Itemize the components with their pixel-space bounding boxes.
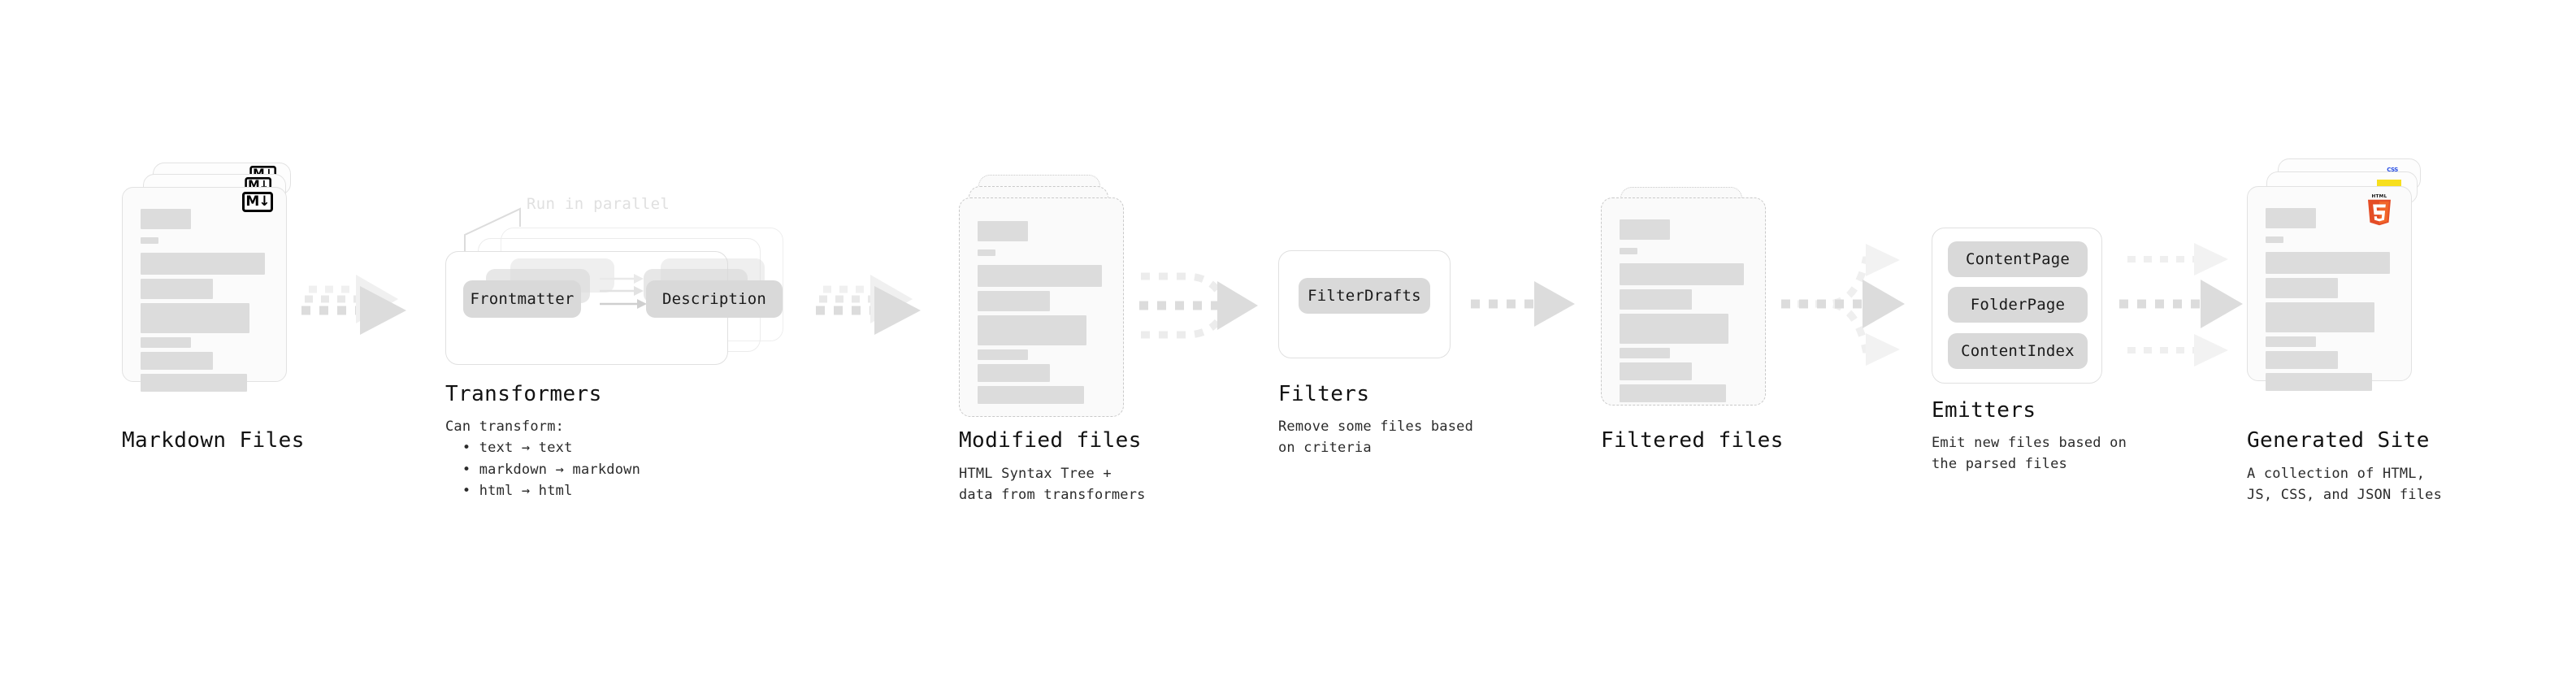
stage-title-emitters: Emitters — [1932, 398, 2036, 423]
connector-filters-to-filtered — [1471, 281, 1575, 327]
stage-title-transformers: Transformers — [445, 382, 602, 406]
run-in-parallel-label: Run in parallel — [527, 195, 670, 213]
stage-title-modified-files: Modified files — [959, 428, 1142, 453]
css-badge-label: CSS — [2387, 167, 2398, 173]
skeleton-bar — [2266, 208, 2316, 228]
markdown-files-stack: M↓ M↓ M↓ — [122, 163, 309, 423]
transformer-inner-arrows — [600, 274, 647, 309]
skeleton-bar — [1620, 362, 1692, 380]
connector-markdown-to-transformers — [301, 275, 406, 335]
filtered-files-stack — [1601, 187, 1788, 455]
skeleton-bar — [2266, 373, 2372, 391]
skeleton-bar — [1620, 248, 1637, 254]
stage-subtitle-generated-site: A collection of HTML, JS, CSS, and JSON … — [2247, 466, 2443, 504]
stage-subtitle-modified-files: HTML Syntax Tree + data from transformer… — [959, 466, 1146, 504]
skeleton-bar — [1620, 289, 1692, 310]
skeleton-bar — [1620, 263, 1744, 285]
skeleton-bar — [2266, 236, 2283, 243]
skeleton-bar — [978, 291, 1050, 311]
skeleton-bar — [141, 374, 247, 392]
skeleton-bar — [2266, 336, 2316, 347]
markdown-badge-front: M↓ — [242, 192, 273, 212]
skeleton-bar — [141, 209, 191, 229]
skeleton-bar — [978, 249, 995, 256]
skeleton-bar — [141, 303, 249, 333]
stage-title-filtered-files: Filtered files — [1601, 428, 1784, 453]
skeleton-bar — [1620, 314, 1728, 344]
skeleton-bar — [1620, 384, 1726, 402]
connector-emitters-to-site — [2119, 243, 2243, 367]
transformers-group: Run in parallel Frontmatter Description — [439, 191, 845, 370]
stage-subtitle-transformers: Can transform: • text → text • markdown … — [445, 419, 641, 500]
skeleton-bar — [141, 337, 191, 348]
skeleton-bar — [1620, 219, 1670, 240]
connector-transformers-to-modified — [816, 275, 921, 335]
skeleton-bar — [978, 265, 1102, 287]
modified-file-card-front — [959, 197, 1124, 417]
skeleton-bar — [978, 221, 1028, 241]
skeleton-bar — [141, 253, 265, 275]
chip-folderpage[interactable]: FolderPage — [1948, 287, 2088, 323]
skeleton-bar — [141, 279, 213, 299]
stage-title-markdown-files: Markdown Files — [122, 428, 305, 453]
stage-subtitle-filters: Remove some files based on criteria — [1278, 419, 1474, 457]
markdown-file-card-front — [122, 187, 287, 392]
chip-contentindex[interactable]: ContentIndex — [1948, 333, 2088, 369]
skeleton-bar — [2266, 278, 2338, 298]
skeleton-bar — [2266, 302, 2374, 332]
html5-badge: HTML — [2365, 193, 2394, 227]
skeleton-bar — [2266, 252, 2390, 274]
chip-frontmatter[interactable]: Frontmatter — [463, 280, 581, 318]
skeleton-bar — [978, 386, 1084, 404]
chip-contentpage[interactable]: ContentPage — [1948, 241, 2088, 277]
skeleton-bar — [141, 352, 213, 370]
chip-description[interactable]: Description — [646, 280, 783, 318]
generated-site-stack: CSS HTML — [2247, 158, 2458, 427]
skeleton-bar — [2266, 351, 2338, 369]
skeleton-bar — [978, 349, 1028, 360]
stage-title-filters: Filters — [1278, 382, 1370, 406]
svg-text:HTML: HTML — [2372, 194, 2387, 199]
chip-filterdrafts[interactable]: FilterDrafts — [1299, 278, 1430, 314]
skeleton-bar — [978, 364, 1050, 382]
filtered-file-card-front — [1601, 197, 1766, 406]
stage-subtitle-emitters: Emit new files based on the parsed files — [1932, 435, 2127, 473]
connector-filtered-to-emitters — [1781, 244, 1905, 366]
skeleton-bar — [1620, 348, 1670, 358]
skeleton-bar — [141, 237, 158, 244]
skeleton-bar — [978, 315, 1086, 345]
run-in-parallel-bracket — [464, 207, 521, 258]
modified-files-stack — [959, 175, 1146, 443]
connector-modified-to-filters — [1139, 272, 1258, 339]
stage-title-generated-site: Generated Site — [2247, 428, 2430, 453]
